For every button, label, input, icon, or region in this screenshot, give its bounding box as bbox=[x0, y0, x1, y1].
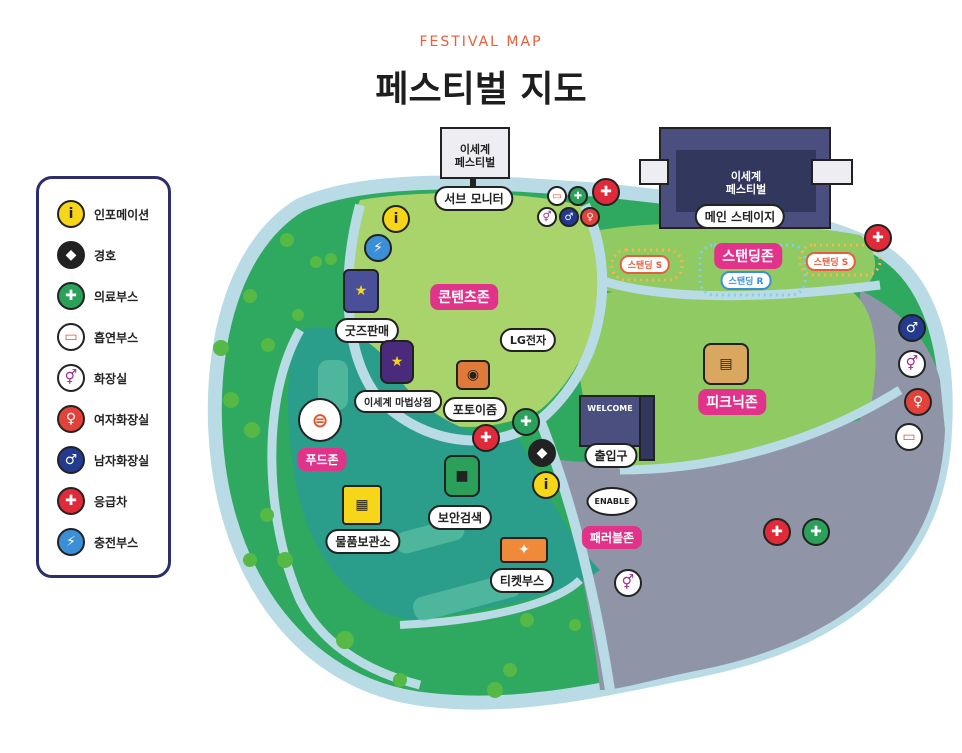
ambulance-icon[interactable]: ✚ bbox=[592, 178, 620, 206]
welcome-gate bbox=[579, 395, 641, 447]
goods-label: 굿즈판매 bbox=[334, 318, 400, 343]
security-shield-icon: ◆ bbox=[57, 241, 85, 269]
restroom-icon[interactable]: ⚥ bbox=[614, 569, 642, 597]
security-shield-icon[interactable]: ◆ bbox=[528, 439, 556, 467]
picnic-zone-label: 피크닉존 bbox=[698, 389, 766, 415]
ambulance-icon[interactable]: ✚ bbox=[472, 424, 500, 452]
partner-zone-label: 패러블존 bbox=[581, 526, 643, 549]
legend-label: 남자화장실 bbox=[94, 453, 150, 468]
men-restroom-icon: ♂ bbox=[57, 446, 85, 474]
legend-item: ◆ 경호 bbox=[57, 240, 116, 270]
sub-monitor-board bbox=[440, 127, 510, 179]
legend-item: ⚡ 충전부스 bbox=[57, 527, 138, 557]
legend-label: 응급차 bbox=[94, 494, 128, 509]
women-restroom-icon[interactable]: ♀ bbox=[580, 207, 600, 227]
wizard-hat-icon: ★ bbox=[380, 340, 414, 384]
legend-item: ✚ 응급차 bbox=[57, 486, 127, 516]
food-zone-label: 푸드존 bbox=[297, 448, 347, 471]
standing-s-right-label: 스탠딩 S bbox=[805, 252, 857, 271]
smoking-icon[interactable]: ▭ bbox=[547, 186, 567, 206]
trees bbox=[213, 233, 581, 698]
legend-item: ♀ 여자화장실 bbox=[57, 404, 149, 434]
charging-icon: ⚡ bbox=[57, 528, 85, 556]
main-stage-screen-text: 이세계 페스티벌 bbox=[725, 170, 767, 196]
ticket-icon: ✦ bbox=[500, 537, 548, 563]
standing-zone-label: 스탠딩존 bbox=[714, 243, 782, 269]
camera-icon: ◉ bbox=[456, 360, 490, 390]
restroom-icon[interactable]: ⚥ bbox=[898, 350, 926, 378]
medical-cross-icon: ✚ bbox=[57, 282, 85, 310]
legend-label: 경호 bbox=[94, 248, 117, 263]
welcome-sign: WELCOME bbox=[587, 404, 633, 413]
legend-label: 화장실 bbox=[94, 371, 128, 386]
men-restroom-icon[interactable]: ♂ bbox=[559, 207, 579, 227]
map-subtitle: FESTIVAL MAP bbox=[419, 34, 543, 50]
charging-icon[interactable]: ⚡ bbox=[364, 234, 392, 262]
medical-cross-icon[interactable]: ✚ bbox=[512, 408, 540, 436]
medical-cross-icon[interactable]: ✚ bbox=[568, 186, 588, 206]
paved-area bbox=[560, 380, 945, 690]
medical-cross-icon[interactable]: ✚ bbox=[802, 518, 830, 546]
info-icon[interactable]: i bbox=[382, 205, 410, 233]
legend-panel: i 인포메이션 ◆ 경호 ✚ 의료부스 ▭ 흡연부스 ⚥ 화장실 ♀ 여자화장실 ♂ 남자화장실 ✚ 응급차 ⚡… bbox=[36, 176, 171, 578]
legend-item: ♂ 남자화장실 bbox=[57, 445, 149, 475]
legend-item: ✚ 의료부스 bbox=[57, 281, 138, 311]
main-stage-label: 메인 스테이지 bbox=[694, 204, 786, 229]
women-restroom-icon[interactable]: ♀ bbox=[904, 388, 932, 416]
restroom-icon: ⚥ bbox=[57, 364, 85, 392]
sub-monitor-label: 서브 모니터 bbox=[434, 186, 514, 211]
ambulance-icon: ✚ bbox=[57, 487, 85, 515]
legend-label: 여자화장실 bbox=[94, 412, 150, 427]
storage-label: 물품보관소 bbox=[325, 529, 401, 554]
goods-bag-icon: ★ bbox=[343, 269, 379, 313]
legend-label: 인포메이션 bbox=[94, 207, 150, 222]
sub-monitor-screen-text: 이세계 페스티벌 bbox=[454, 143, 496, 169]
legend-item: ⚥ 화장실 bbox=[57, 363, 127, 393]
enable-label: ENABLE bbox=[586, 487, 638, 516]
legend-item: ▭ 흡연부스 bbox=[57, 322, 138, 352]
storage-locker-icon: ▦ bbox=[342, 485, 382, 525]
entrance-label: 출입구 bbox=[584, 443, 638, 468]
women-restroom-icon: ♀ bbox=[57, 405, 85, 433]
lg-label: LG전자 bbox=[499, 328, 557, 352]
page-title: 페스티벌 지도 bbox=[375, 69, 587, 110]
info-icon[interactable]: i bbox=[532, 471, 560, 499]
smoking-icon: ▭ bbox=[57, 323, 85, 351]
ambulance-icon[interactable]: ✚ bbox=[864, 224, 892, 252]
men-restroom-icon[interactable]: ♂ bbox=[898, 314, 926, 342]
photo-zone-label: 포토이즘 bbox=[442, 397, 508, 422]
food-plate-icon: ⊜ bbox=[298, 398, 342, 442]
ambulance-icon[interactable]: ✚ bbox=[763, 518, 791, 546]
info-icon: i bbox=[57, 200, 85, 228]
contents-zone-label: 콘텐츠존 bbox=[430, 284, 498, 310]
standing-r-label: 스탠딩 R bbox=[720, 271, 772, 290]
standing-s-left-label: 스탠딩 S bbox=[619, 255, 671, 274]
security-lock-icon: ■ bbox=[444, 455, 480, 497]
ticket-booth-label: 티켓부스 bbox=[489, 568, 555, 593]
legend-label: 의료부스 bbox=[94, 289, 139, 304]
smoking-icon[interactable]: ▭ bbox=[895, 423, 923, 451]
restroom-icon[interactable]: ⚥ bbox=[537, 207, 557, 227]
picnic-basket-icon: ▤ bbox=[703, 343, 749, 385]
legend-label: 충전부스 bbox=[94, 535, 139, 550]
legend-item: i 인포메이션 bbox=[57, 199, 149, 229]
magic-shop-label: 이세계 마법상점 bbox=[354, 390, 442, 413]
legend-label: 흡연부스 bbox=[94, 330, 139, 345]
security-check-label: 보안검색 bbox=[427, 505, 493, 530]
